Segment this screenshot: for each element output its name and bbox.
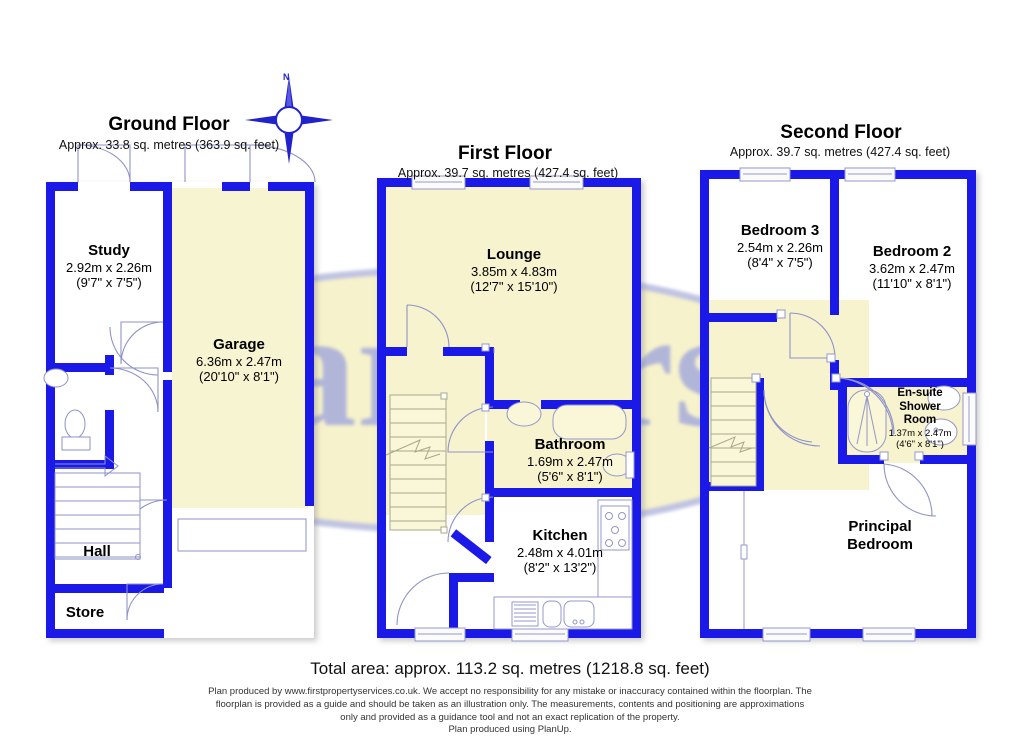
disclaimer-line-4: Plan produced using PlanUp.: [448, 724, 572, 736]
study-dim-ft: (9'7" x 7'5"): [76, 275, 142, 291]
lounge-fill: [386, 187, 632, 355]
second-floor-stairs: [708, 377, 757, 487]
kitchen-sink-icon: [542, 600, 562, 628]
ensuite-name-line3: Room: [903, 414, 937, 427]
room-label-bedroom2: Bedroom 2 3.62m x 2.47m (11'10" x 8'1"): [832, 243, 992, 291]
first-floor-stairs: [385, 392, 448, 534]
ensuite-fixtures: [847, 385, 961, 453]
ensuite-dim-ft: (4'6" x 8'1"): [896, 438, 944, 450]
second-floor-plan: [700, 167, 977, 642]
bedroom3-dim-ft: (8'4" x 7'5"): [747, 255, 813, 271]
room-label-kitchen: Kitchen 2.48m x 4.01m (8'2" x 13'2"): [480, 527, 640, 575]
bathroom-toilet-cistern-icon: [625, 451, 635, 479]
second-floor-windows: [739, 167, 977, 642]
first-floor-plan: [377, 175, 641, 642]
ground-floor-title: Ground Floor: [108, 114, 230, 135]
second-floor-title: Second Floor: [780, 122, 902, 143]
ground-floor-subtitle: Approx. 33.8 sq. metres (363.9 sq. feet): [58, 138, 280, 152]
kitchen-fixtures: [493, 499, 633, 630]
kitchen-dim-ft: (8'2" x 13'2"): [523, 560, 597, 576]
bathroom-name: Bathroom: [534, 436, 606, 453]
second-floor-door-stops: [751, 309, 924, 461]
wc-fixtures: [43, 368, 91, 451]
study-dim-m: 2.92m x 2.26m: [66, 259, 152, 275]
garage-door: [177, 518, 307, 552]
ensuite-dim-m: 1.37m x 2.47m: [888, 427, 952, 439]
bathroom-dim-m: 1.69m x 2.47m: [527, 453, 613, 469]
total-area-text: Total area: approx. 113.2 sq. metres (12…: [310, 659, 710, 678]
bedroom2-name: Bedroom 2: [872, 243, 952, 260]
bedroom2-dim-m: 3.62m x 2.47m: [869, 260, 955, 276]
room-label-bathroom: Bathroom 1.69m x 2.47m (5'6" x 8'1"): [490, 436, 650, 484]
kitchen-name: Kitchen: [532, 527, 588, 544]
first-floor-windows: [411, 175, 584, 642]
ensuite-toilet-icon: [927, 385, 961, 411]
room-label-lounge: Lounge 3.85m x 4.83m (12'7" x 15'10"): [434, 246, 594, 294]
compass-north-label: N: [283, 72, 290, 82]
room-label-principal-bedroom: Principal Bedroom: [800, 518, 960, 553]
garage-fill: [172, 188, 308, 508]
room-label-store: Store: [40, 604, 130, 622]
room-label-hall: Hall: [52, 543, 142, 561]
disclaimer-line-3: only and provided as a guidance tool and…: [340, 711, 680, 723]
room-label-bedroom3: Bedroom 3 2.54m x 2.26m (8'4" x 7'5"): [705, 222, 855, 270]
bedroom3-dim-m: 2.54m x 2.26m: [737, 239, 823, 255]
second-floor-subtitle: Approx. 39.7 sq. metres (427.4 sq. feet): [729, 145, 951, 159]
bathroom-fixtures: [506, 401, 635, 479]
basin-icon: [43, 368, 69, 388]
bathroom-dim-ft: (5'6" x 8'1"): [537, 469, 603, 485]
lounge-name: Lounge: [486, 246, 542, 263]
ground-floor-walls: [46, 182, 314, 638]
ensuite-basin-icon: [924, 418, 958, 446]
hall-name: Hall: [83, 543, 111, 560]
first-floor-subtitle: Approx. 39.7 sq. metres (427.4 sq. feet): [397, 166, 619, 180]
study-name: Study: [88, 242, 130, 259]
bathroom-basin-icon: [506, 401, 542, 427]
kitchen-drainer-icon: [511, 601, 539, 627]
principal-bedroom-line1: Principal: [848, 518, 912, 535]
principal-bedroom-line2: Bedroom: [847, 535, 913, 553]
ground-floor-plan: [43, 144, 316, 638]
toilet-cistern-icon: [61, 436, 91, 451]
ensuite-name-line1: En-suite: [897, 387, 943, 399]
room-label-garage: Garage 6.36m x 2.47m (20'10" x 8'1"): [164, 336, 314, 384]
disclaimer-line-2: floorplan is provided as a guide and sho…: [215, 698, 805, 710]
principal-bedroom-details: [740, 491, 748, 629]
landing-fill: [485, 355, 632, 401]
garage-name: Garage: [213, 336, 265, 353]
ensuite-name-line2: Shower: [899, 400, 941, 413]
store-name: Store: [65, 604, 105, 621]
ground-floor-stairs: [54, 454, 141, 560]
bedroom3-name: Bedroom 3: [740, 222, 820, 239]
room-label-study: Study 2.92m x 2.26m (9'7" x 7'5"): [34, 242, 184, 290]
first-floor-detail-lines: [481, 343, 495, 502]
garage-dim-ft: (20'10" x 8'1"): [199, 369, 279, 385]
lounge-dim-ft: (12'7" x 15'10"): [470, 279, 558, 295]
room-label-ensuite: En-suite Shower Room 1.37m x 2.47m (4'6"…: [865, 387, 975, 450]
kitchen-dim-m: 2.48m x 4.01m: [517, 544, 603, 560]
bedroom2-dim-ft: (11'10" x 8'1"): [872, 276, 952, 292]
disclaimer-block: Plan produced by www.firstpropertyservic…: [150, 686, 870, 737]
lounge-dim-m: 3.85m x 4.83m: [471, 263, 557, 279]
second-floor-door-swings: [763, 312, 937, 517]
first-floor-title: First Floor: [458, 143, 552, 164]
disclaimer-line-1: Plan produced by www.firstpropertyservic…: [208, 686, 812, 697]
garage-dim-m: 6.36m x 2.47m: [196, 353, 282, 369]
bathroom-bath-icon: [552, 404, 627, 440]
